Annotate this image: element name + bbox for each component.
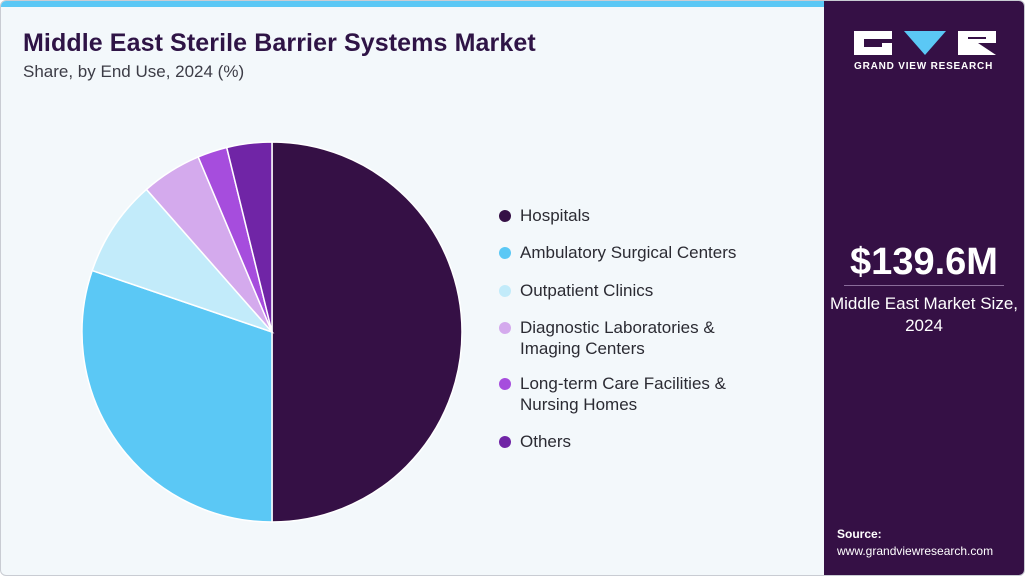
pie-slice-others: [225, 141, 273, 333]
legend-swatch-icon: [499, 322, 511, 334]
market-size-value: $139.6M: [850, 241, 998, 283]
legend-label: Hospitals: [520, 206, 590, 225]
legend-swatch-icon: [499, 436, 511, 448]
sidebar: GRAND VIEW RESEARCH $139.6M Middle East …: [824, 1, 1024, 575]
pie-slice-ambulatory-surgical-centers: [81, 269, 273, 523]
chart-subtitle: Share, by End Use, 2024 (%): [23, 62, 245, 81]
legend-item: Hospitals: [499, 205, 819, 226]
pie-slice-outpatient-clinics: [91, 188, 275, 334]
legend-item: Outpatient Clinics: [499, 280, 819, 301]
market-size-label: Middle East Market Size, 2024: [829, 294, 1018, 335]
divider: [844, 285, 1004, 286]
legend-swatch-icon: [499, 210, 511, 222]
pie-chart: [81, 141, 463, 523]
legend-swatch-icon: [499, 247, 511, 259]
top-accent-bar: [1, 1, 824, 7]
legend-swatch-icon: [499, 285, 511, 297]
legend-label: Diagnostic Laboratories & Imaging Center…: [520, 318, 715, 358]
legend-swatch-icon: [499, 378, 511, 390]
legend-item: Ambulatory Surgical Centers: [499, 242, 819, 263]
logo-text: GRAND VIEW RESEARCH: [854, 61, 994, 72]
legend-label: Long-term Care Facilities & Nursing Home…: [520, 374, 726, 414]
source-link[interactable]: www.grandviewresearch.com: [837, 544, 994, 558]
legend-label: Others: [520, 432, 572, 451]
gvr-logo-icon: [854, 31, 996, 55]
chart-title: Middle East Sterile Barrier Systems Mark…: [23, 29, 536, 57]
legend-label: Ambulatory Surgical Centers: [520, 243, 737, 262]
pie-slice-hospitals: [271, 141, 463, 523]
source-label: Source:: [837, 527, 882, 541]
legend-item: Others: [499, 431, 819, 452]
legend-item: Diagnostic Laboratories & Imaging Center…: [499, 317, 729, 359]
legend-item: Long-term Care Facilities & Nursing Home…: [499, 373, 744, 415]
legend-label: Outpatient Clinics: [520, 281, 654, 300]
chart-area: Middle East Sterile Barrier Systems Mark…: [1, 7, 824, 575]
